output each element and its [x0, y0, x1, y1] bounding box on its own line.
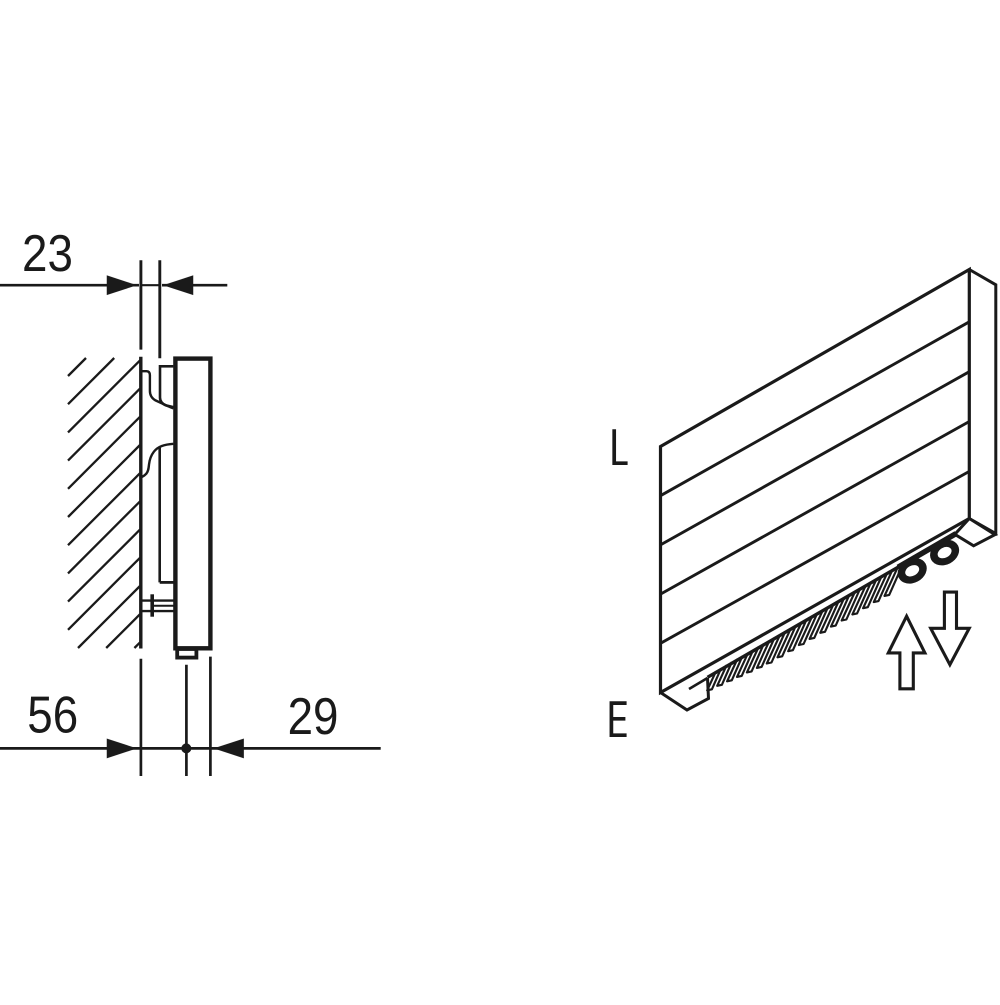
svg-text:56: 56: [27, 687, 78, 744]
svg-text:29: 29: [288, 688, 339, 745]
svg-text:23: 23: [22, 225, 73, 282]
